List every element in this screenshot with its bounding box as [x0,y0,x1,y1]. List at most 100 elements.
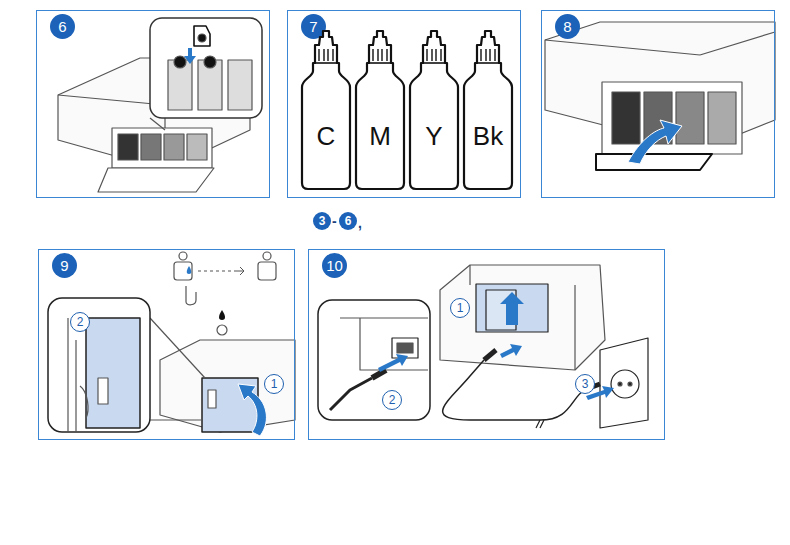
panel-6-art-part [98,168,214,192]
panel-10-art-part [330,378,372,410]
panel-10-art-part [318,300,430,420]
ink-bottle-outline-part [431,49,432,61]
panel-10-art-part [443,360,584,420]
panel-6-art-part [150,18,262,118]
ink-bottle-outline [408,29,460,191]
panel-9-art-part [263,252,271,260]
ink-bottle-outline-part [318,49,319,61]
panel-10-art-part [372,370,386,378]
separator-text: - [331,212,338,230]
panel-10-art-part [469,265,470,285]
ink-color-letter: Y [408,121,460,152]
ink-bottle-outline [462,29,514,191]
ink-bottle-outline [300,29,352,191]
panel-9-art-part [174,262,192,280]
panel-6-art-part [112,128,212,168]
panel-10-art-part [628,382,632,386]
ink-bottle-outline-part [372,49,373,61]
callout-number: 2 [382,390,402,410]
panel-10-art-part [397,343,413,353]
instruction-illustration-part [238,384,266,436]
ink-bottle-outline [354,29,406,191]
instruction-illustration-part [237,267,244,275]
panel-9-art-part [86,318,140,428]
ink-bottle-outline-part [421,62,447,64]
panel-10-art-part [392,338,418,358]
panel-9-art-part [150,419,202,420]
step-panel: 10 [308,249,665,440]
ink-bottle-outline-part [435,49,436,61]
panel-10-art-part [484,350,496,360]
ink-bottle-outline-part [377,49,378,61]
panel-10-art-part [600,338,648,428]
step-number: 8 [555,14,580,39]
ink-bottle-outline-part [332,49,333,61]
step-panel: 7CMYBk [287,10,521,198]
panel-9-art-part [208,390,216,408]
panel-9-art-part [75,340,76,432]
ink-bottle-outline-part [410,31,458,189]
panel-8-art-part [700,32,775,55]
instruction-illustration-part [219,310,225,320]
ink-bottle: Bk [462,29,514,191]
instruction-illustration-part [184,48,196,64]
panel-10-art-part [618,382,622,386]
ink-bottle-outline-part [494,49,495,61]
panel-9-art-part [160,340,295,432]
ink-bottle-outline-part [464,31,512,189]
panel-6-art-part [198,34,206,42]
panel-10-art-part [340,318,428,370]
step-number: 10 [322,253,347,278]
ink-bottle-outline-part [367,62,393,64]
step-panel: 9 [38,249,295,440]
step-panel: 6 [36,10,270,198]
panel-6-art [58,18,262,192]
ink-bottle-outline-part [381,49,382,61]
callout-number: 3 [575,374,595,394]
panel-8-art-part [676,92,704,144]
ink-bottle-outline-part [440,49,441,61]
panel-9-art-part [258,262,276,280]
panel-9-art-part [198,270,240,271]
ink-bottle: C [300,29,352,191]
panel-10-art [318,265,648,428]
ink-bottle-outline-part [386,49,387,61]
separator-text: , [357,214,363,232]
panel-9-art-part [48,298,150,432]
callout-number: 1 [264,374,284,394]
ink-bottle-outline-part [356,31,404,189]
instruction-illustration-part [187,266,192,274]
panel-10-art-part [440,265,605,370]
panel-8-art-part [545,40,700,55]
callout-number: 1 [450,298,470,318]
ink-bottle-outline-part [313,62,339,64]
ink-bottle: Y [408,29,460,191]
panel-10-art-part [476,284,548,332]
step-number: 9 [52,253,77,278]
ink-bottle-outline-part [426,49,427,61]
panel-9-art-part [98,378,108,404]
panel-6-art-part [150,118,165,130]
panel-6-art-part [164,134,184,160]
panel-8-art-part [612,92,640,144]
panel-10-art-part [536,420,544,428]
panel-9-art-part [186,286,196,305]
panel-6-art-part [187,134,207,160]
ink-bottle-outline-part [489,49,490,61]
ink-bottle-outline-part [475,62,501,64]
ink-bottle-outline-part [485,49,486,61]
panel-8-art-part [596,154,712,170]
panel-8-art-part [708,92,736,144]
panel-6-art-part [58,95,165,105]
panel-6-art-part [194,26,210,46]
ink-bottle-outline-part [327,49,328,61]
panel-9-art-part [150,318,205,378]
panel-6-art-part [141,134,161,160]
panel-6-art-part [204,56,216,68]
panel-9-art-part [67,318,68,432]
instruction-illustration-part [500,292,524,325]
ink-bottle-outline-part [480,49,481,61]
callout-number: 2 [70,312,90,332]
panel-6-art-part [118,134,138,160]
ink-color-letter: C [300,121,352,152]
